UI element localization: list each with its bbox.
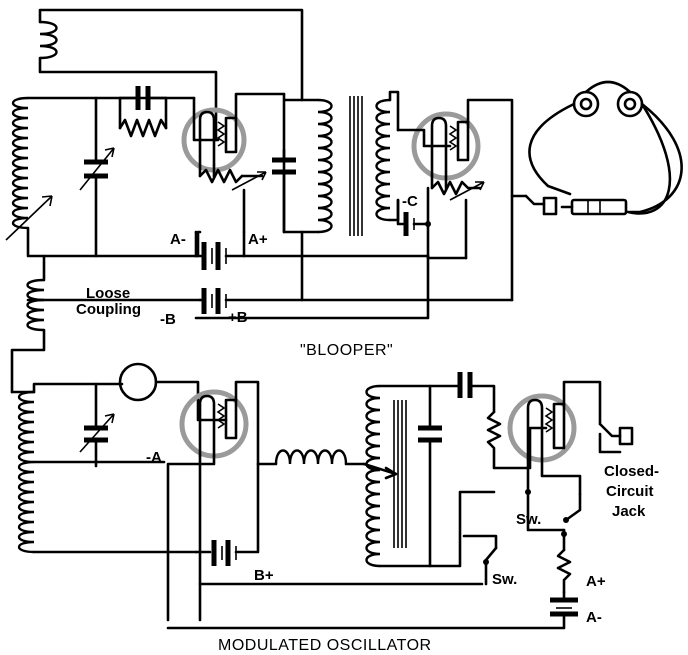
audio-choke-coil [274, 449, 348, 465]
modulator-transformer [365, 384, 496, 568]
interstage-transformer-core [349, 96, 363, 236]
switch-label-upper: Sw. [516, 511, 541, 528]
tuning-coil-receiver [11, 96, 29, 230]
switch-lower [462, 534, 498, 586]
a-plus-label-oscillator: A+ [586, 573, 606, 590]
a-minus-label-oscillator: -A [146, 449, 162, 466]
variable-condenser-oscillator [79, 382, 115, 468]
variable-condenser-receiver [79, 96, 115, 258]
a-plus-label-receiver: A+ [248, 231, 268, 248]
grid-leak-condenser [118, 86, 168, 138]
loose-coupling-label-line1: Loose [86, 285, 130, 302]
modulated-oscillator-caption: MODULATED OSCILLATOR [218, 637, 432, 654]
modulated-oscillator-circuit: -A B+ Closed- Circuit Jack Sw. Sw. A+ A-… [10, 362, 659, 654]
closed-circuit-jack-label-line2: Circuit [606, 483, 654, 500]
b-battery-receiver [26, 254, 514, 320]
closed-circuit-jack-label-line1: Closed- [604, 463, 659, 480]
b-battery-oscillator [194, 462, 484, 586]
loose-coupling-label-line2: Coupling [76, 301, 141, 318]
closed-circuit-jack-label-line3: Jack [612, 503, 646, 520]
c-battery [396, 186, 431, 260]
oscillator-tube [166, 380, 278, 622]
indicator-lamp [118, 362, 158, 402]
b-plus-label-receiver: +B [228, 309, 248, 326]
modulator-tube [428, 372, 602, 496]
loop-coil-top [39, 20, 58, 60]
phone-plug [560, 198, 628, 216]
amplifier-tube [396, 98, 528, 198]
detector-tube [181, 92, 286, 178]
receiver-output-jack [510, 194, 558, 302]
loose-coupling-coil [26, 278, 45, 332]
headphones [528, 80, 683, 215]
a-battery-receiver [194, 230, 468, 270]
b-plus-label-oscillator: B+ [254, 567, 274, 584]
blooper-receiver-circuit: A- A+ -C Loose Coupling -B +B "BLOOPER" [5, 8, 683, 394]
a-battery-oscillator [166, 528, 578, 630]
oscillator-tuning-coil [17, 390, 35, 554]
b-minus-label: -B [160, 311, 176, 328]
blooper-caption: "BLOOPER" [300, 342, 393, 359]
filament-rheostat-amplifier [430, 180, 485, 260]
switch-label-lower: Sw. [492, 571, 517, 588]
a-minus-label-bottom: A- [586, 609, 602, 626]
filament-rheostat-receiver [198, 168, 267, 234]
closed-circuit-jack [598, 422, 634, 454]
a-minus-label-receiver: A- [170, 231, 186, 248]
c-minus-label: -C [402, 193, 418, 210]
switch-upper [525, 489, 582, 532]
transformer-secondary-coil [375, 98, 391, 222]
plate-tank-circuit [272, 92, 333, 302]
